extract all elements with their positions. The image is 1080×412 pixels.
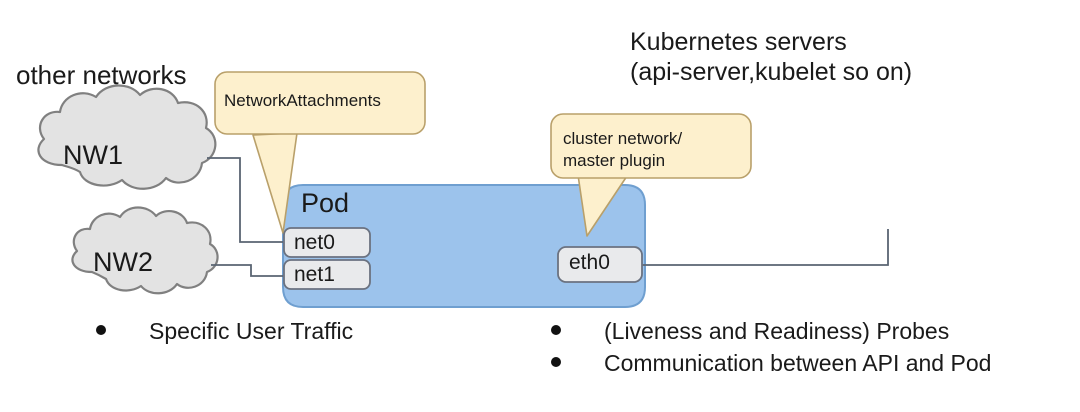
cloud-label-nw2: NW2 [93,247,153,277]
cloud-nw1-shape [37,84,217,190]
cloud-label-nw1: NW1 [63,140,123,170]
other-networks-label: other networks [16,60,187,90]
cloud-nw2-shape [71,206,219,295]
bullet-dot-icon [551,357,561,367]
bullet-item-left-traffic: Specific User Traffic [96,318,353,345]
connector-nw2-to-net1 [211,264,283,277]
interface-box-net1[interactable] [283,259,371,290]
connector-eth0-to-k8s-servers [640,229,889,266]
network-attachments-callout-label: NetworkAttachments [224,91,381,110]
bullet-dot-icon [96,325,106,335]
bullet-label: Communication between API and Pod [604,350,992,376]
cluster-network-callout-label: cluster network/ master plugin [563,129,683,170]
bullet-item-right-communication: Communication between API and Pod [551,350,991,377]
interface-label-eth0: eth0 [569,251,610,274]
bullet-dot-icon [551,325,561,335]
bullet-label: (Liveness and Readiness) Probes [604,318,950,344]
kubernetes-servers-title: Kubernetes servers (api-server,kubelet s… [630,28,913,86]
connector-nw1-to-net0 [207,157,283,243]
bullet-item-right-probes: (Liveness and Readiness) Probes [551,318,949,345]
cluster-network-callout-bubble [550,113,752,179]
pod-label: Pod [301,188,350,218]
interface-box-net0[interactable] [283,227,371,258]
interface-box-eth0[interactable] [557,246,643,283]
interface-label-net1: net1 [294,263,335,286]
pod-container-shape [282,184,646,308]
bullet-label: Specific User Traffic [149,318,354,344]
network-attachments-callout-bubble [214,71,426,135]
interface-label-net0: net0 [294,231,335,254]
